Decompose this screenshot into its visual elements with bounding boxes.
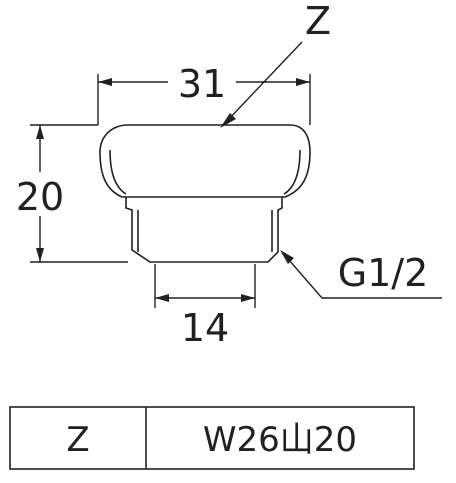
dimension-height: 20 <box>10 124 128 263</box>
callout-thread: G1/2 <box>280 250 442 299</box>
spec-table: Z W26山20 <box>9 406 415 470</box>
callout-label-g12: G1/2 <box>338 251 429 295</box>
callout-z: Z <box>220 0 331 128</box>
dimension-label-20: 20 <box>16 175 64 219</box>
cap-highlight-right <box>283 149 301 195</box>
spec-table-key: Z <box>66 420 89 460</box>
dimension-label-31: 31 <box>178 62 226 106</box>
fitting-part <box>99 124 311 263</box>
dimension-label-14: 14 <box>181 306 229 350</box>
neck-outline <box>125 197 283 263</box>
callout-label-z: Z <box>305 0 331 43</box>
dimension-width-top: 31 <box>97 60 311 125</box>
cap-head-outline <box>99 124 311 198</box>
dimension-thread-width: 14 <box>154 264 256 350</box>
spec-table-value: W26山20 <box>203 420 357 460</box>
cap-highlight <box>109 149 127 195</box>
